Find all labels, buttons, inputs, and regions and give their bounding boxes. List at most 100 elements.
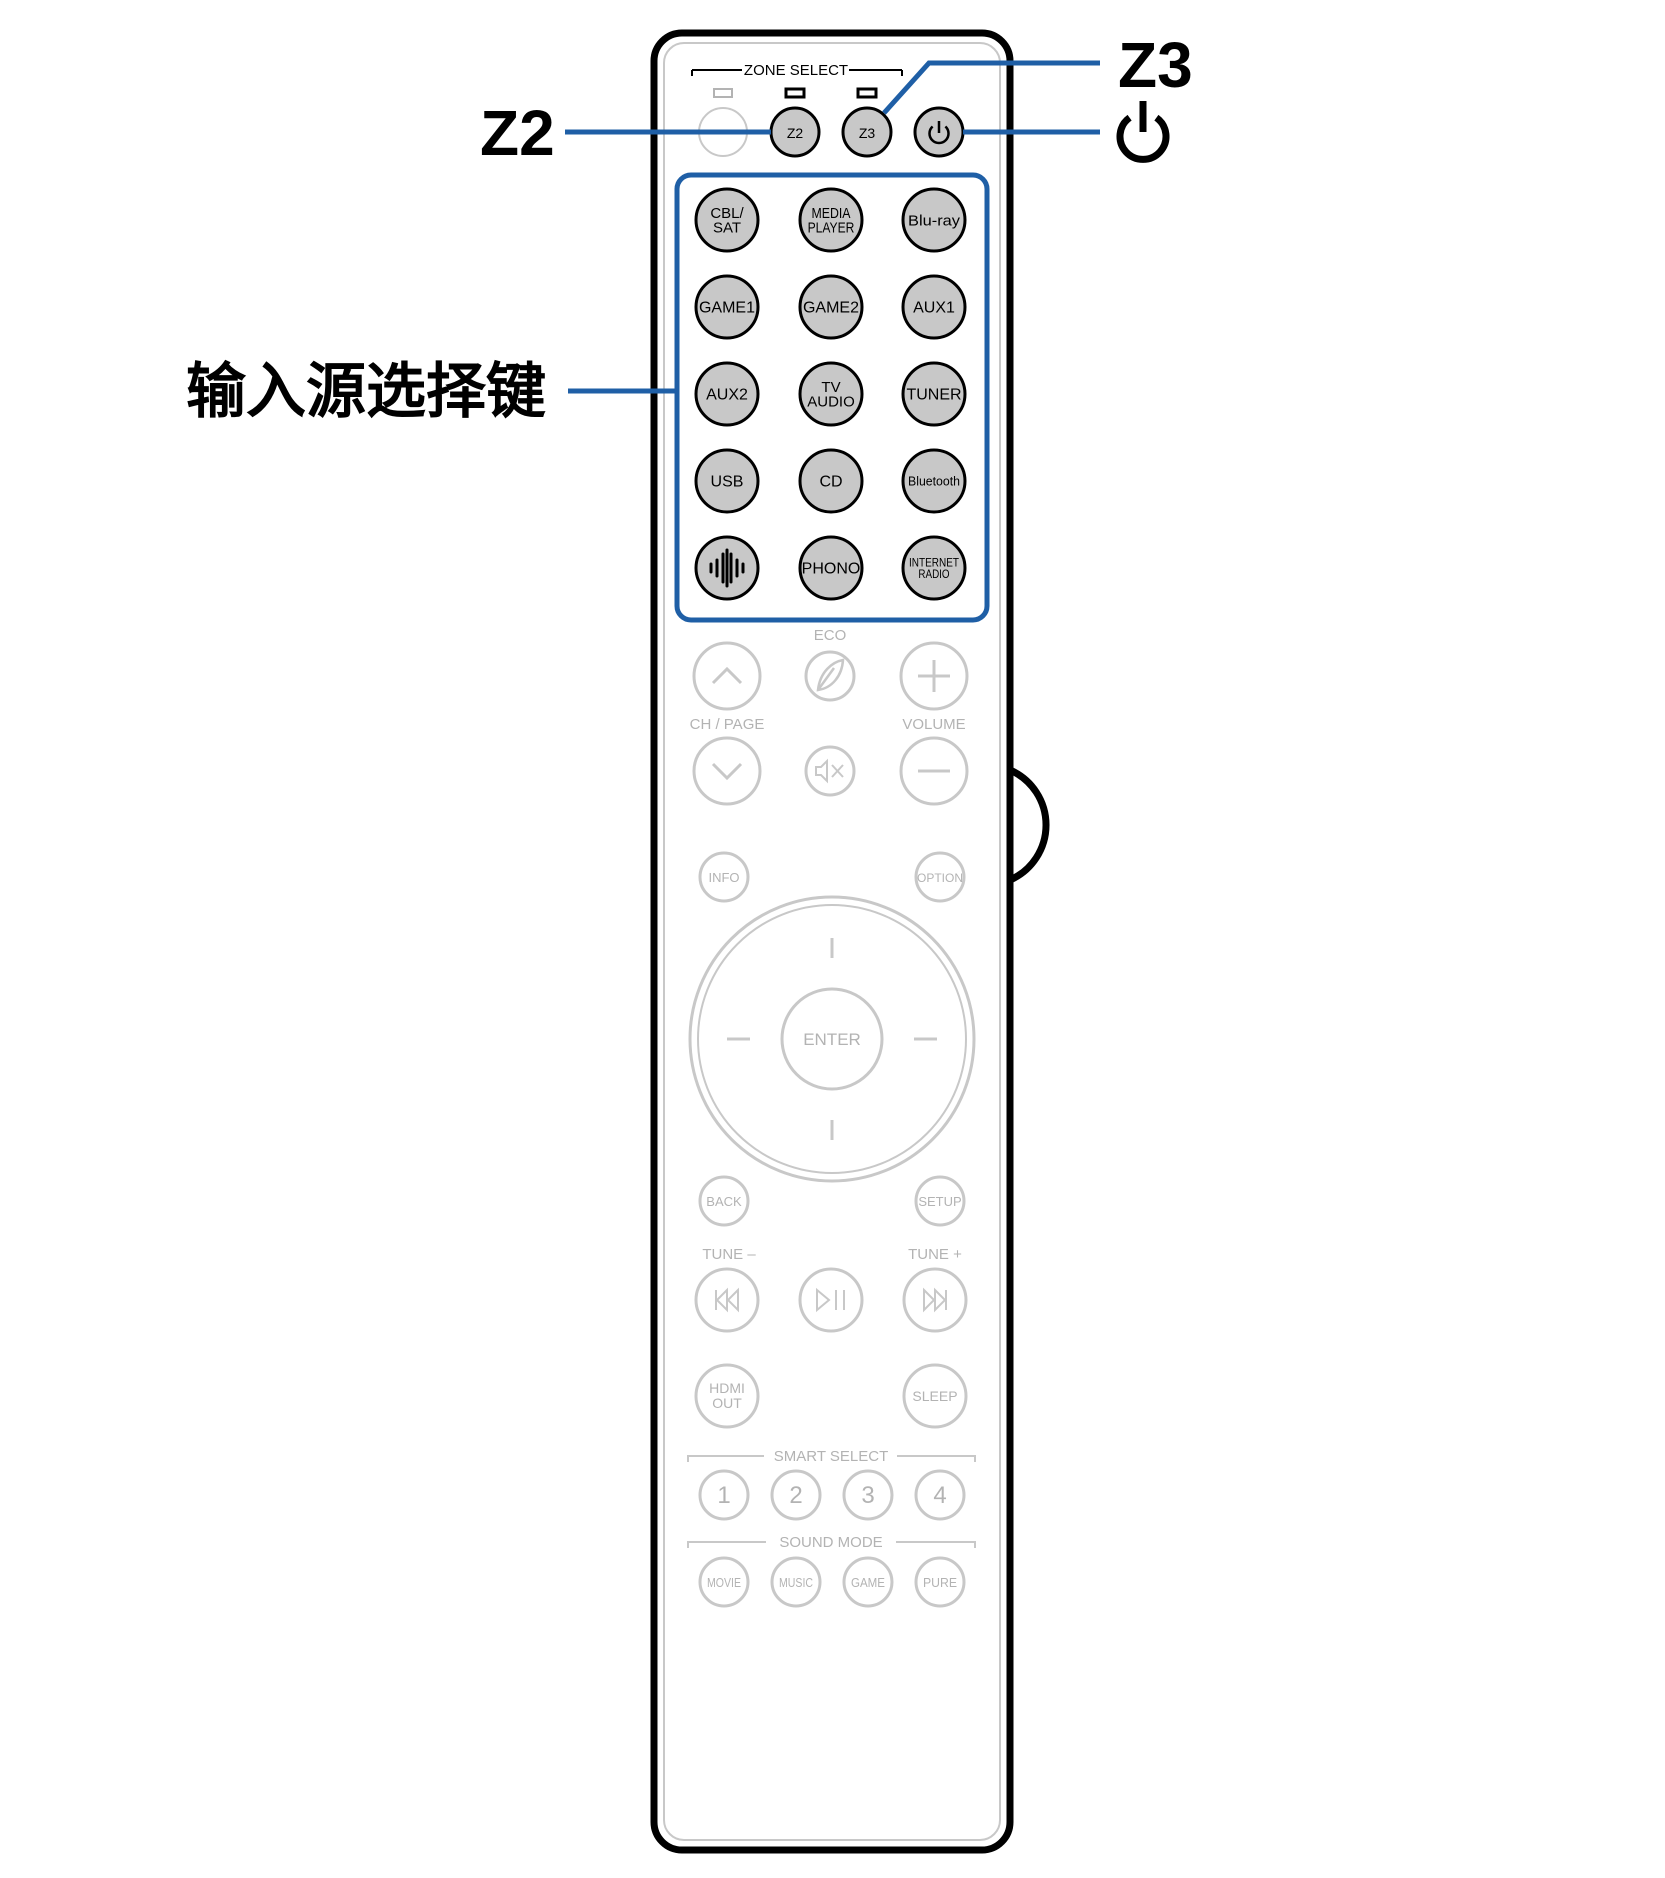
sound-mode-game-button[interactable]: GAME [842, 1556, 894, 1608]
smart-select-label: SMART SELECT [774, 1448, 888, 1465]
info-button-shape[interactable] [698, 851, 750, 903]
internet-radio-button-shape[interactable] [901, 535, 967, 601]
sound-mode-movie-shape[interactable] [698, 1556, 750, 1608]
z3-callout-line [882, 60, 1100, 115]
sound-mode-rule-left [687, 1541, 766, 1548]
sound-mode-music-button[interactable]: MUSIC [770, 1556, 822, 1608]
sound-mode-music-shape[interactable] [770, 1556, 822, 1608]
sound-mode-pure-shape[interactable] [914, 1556, 966, 1608]
media-player-button-label-line2: PLAYER [808, 219, 855, 236]
usb-button-shape[interactable] [694, 448, 760, 514]
phono-button[interactable]: PHONO [798, 535, 864, 601]
ch-page-label: CH / PAGE [690, 716, 765, 733]
enter-button[interactable]: ENTER [780, 987, 884, 1091]
aux1-button-shape[interactable] [901, 274, 967, 340]
navigation-pad: ENTER [688, 895, 976, 1183]
ch-page-down-shape[interactable] [692, 736, 762, 806]
ch-page-up-shape[interactable] [692, 641, 762, 711]
blu-ray-button[interactable]: Blu-ray [901, 187, 967, 253]
z3-button-label: Z3 [859, 125, 876, 141]
back-button[interactable]: BACK [698, 1175, 750, 1227]
aux2-button-shape[interactable] [694, 361, 760, 427]
smart-select-4-shape[interactable] [914, 1469, 966, 1521]
option-button[interactable]: OPTION [914, 851, 966, 903]
heos-button[interactable] [694, 535, 760, 601]
smart-select-2-button[interactable]: 2 [770, 1469, 822, 1521]
smart-select-4-button[interactable]: 4 [914, 1469, 966, 1521]
usb-button[interactable]: USB [694, 448, 760, 514]
setup-button[interactable]: SETUP [914, 1175, 966, 1227]
ch-page-up-button[interactable] [692, 641, 762, 711]
volume-up-button[interactable] [899, 641, 969, 711]
volume-down-button[interactable] [899, 736, 969, 806]
tuner-button[interactable]: TUNER [901, 361, 967, 427]
option-button-shape[interactable] [914, 851, 966, 903]
game1-button[interactable]: GAME1 [694, 274, 760, 340]
tv-audio-button-shape[interactable] [798, 361, 864, 427]
input-source-highlight [674, 172, 990, 623]
power-button[interactable] [913, 106, 965, 158]
bluetooth-button-shape[interactable] [901, 448, 967, 514]
hdmi-out-button[interactable]: HDMI OUT [694, 1363, 760, 1429]
sound-mode-game-shape[interactable] [842, 1556, 894, 1608]
back-button-shape[interactable] [698, 1175, 750, 1227]
enter-label: ENTER [803, 1030, 861, 1049]
bluetooth-button-label: Bluetooth [908, 474, 960, 489]
cbl-sat-button[interactable]: CBL/SAT [694, 187, 760, 253]
back-label: BACK [706, 1194, 742, 1209]
skip-forward-icon [923, 1287, 947, 1313]
chevron-up-icon [711, 666, 743, 685]
sound-mode-pure-button[interactable]: PURE [914, 1556, 966, 1608]
sound-mode-movie-button[interactable]: MOVIE [698, 1556, 750, 1608]
tuner-button-label: TUNER [906, 387, 961, 404]
smart-select-3-shape[interactable] [842, 1469, 894, 1521]
cbl-sat-button-shape[interactable] [694, 187, 760, 253]
mute-button-shape[interactable] [804, 745, 856, 797]
setup-button-shape[interactable] [914, 1175, 966, 1227]
z3-button-shape[interactable] [841, 106, 893, 158]
enter-button-shape[interactable] [780, 987, 884, 1091]
smart-select-rule-right [897, 1455, 976, 1462]
blu-ray-button-shape[interactable] [901, 187, 967, 253]
aux1-button[interactable]: AUX1 [901, 274, 967, 340]
sleep-button-shape[interactable] [902, 1363, 968, 1429]
cd-button[interactable]: CD [798, 448, 864, 514]
tuner-button-shape[interactable] [901, 361, 967, 427]
game1-button-shape[interactable] [694, 274, 760, 340]
game2-button[interactable]: GAME2 [798, 274, 864, 340]
media-player-button-shape[interactable] [798, 187, 864, 253]
z2-button[interactable]: Z2 [769, 106, 821, 158]
next-button[interactable] [902, 1267, 968, 1333]
smart-select-2-label: 2 [789, 1482, 802, 1509]
info-button[interactable]: INFO [698, 851, 750, 903]
smart-select-1-label: 1 [717, 1482, 730, 1509]
smart-select-1-shape[interactable] [698, 1469, 750, 1521]
smart-select-3-button[interactable]: 3 [842, 1469, 894, 1521]
phono-button-shape[interactable] [798, 535, 864, 601]
eco-button-shape[interactable] [804, 650, 856, 702]
sleep-button[interactable]: SLEEP [902, 1363, 968, 1429]
game2-button-shape[interactable] [798, 274, 864, 340]
chevron-down-icon [711, 762, 743, 781]
play-pause-button-shape[interactable] [798, 1267, 864, 1333]
sound-mode-movie-label: MOVIE [707, 1575, 741, 1590]
mute-button[interactable] [804, 745, 856, 797]
hdmi-out-button-shape[interactable] [694, 1363, 760, 1429]
play-pause-button[interactable] [798, 1267, 864, 1333]
leaf-icon [816, 658, 845, 692]
bluetooth-button[interactable]: Bluetooth [901, 448, 967, 514]
tv-audio-button-label-line2: AUDIO [807, 393, 855, 410]
smart-select-2-shape[interactable] [770, 1469, 822, 1521]
zone-led-z3 [856, 87, 878, 99]
eco-button[interactable] [804, 650, 856, 702]
previous-button[interactable] [694, 1267, 760, 1333]
z3-button[interactable]: Z3 [841, 106, 893, 158]
z3-callout-label: Z3 [1118, 29, 1193, 101]
ch-page-down-button[interactable] [692, 736, 762, 806]
cd-button-shape[interactable] [798, 448, 864, 514]
smart-select-1-button[interactable]: 1 [698, 1469, 750, 1521]
aux2-button[interactable]: AUX2 [694, 361, 760, 427]
